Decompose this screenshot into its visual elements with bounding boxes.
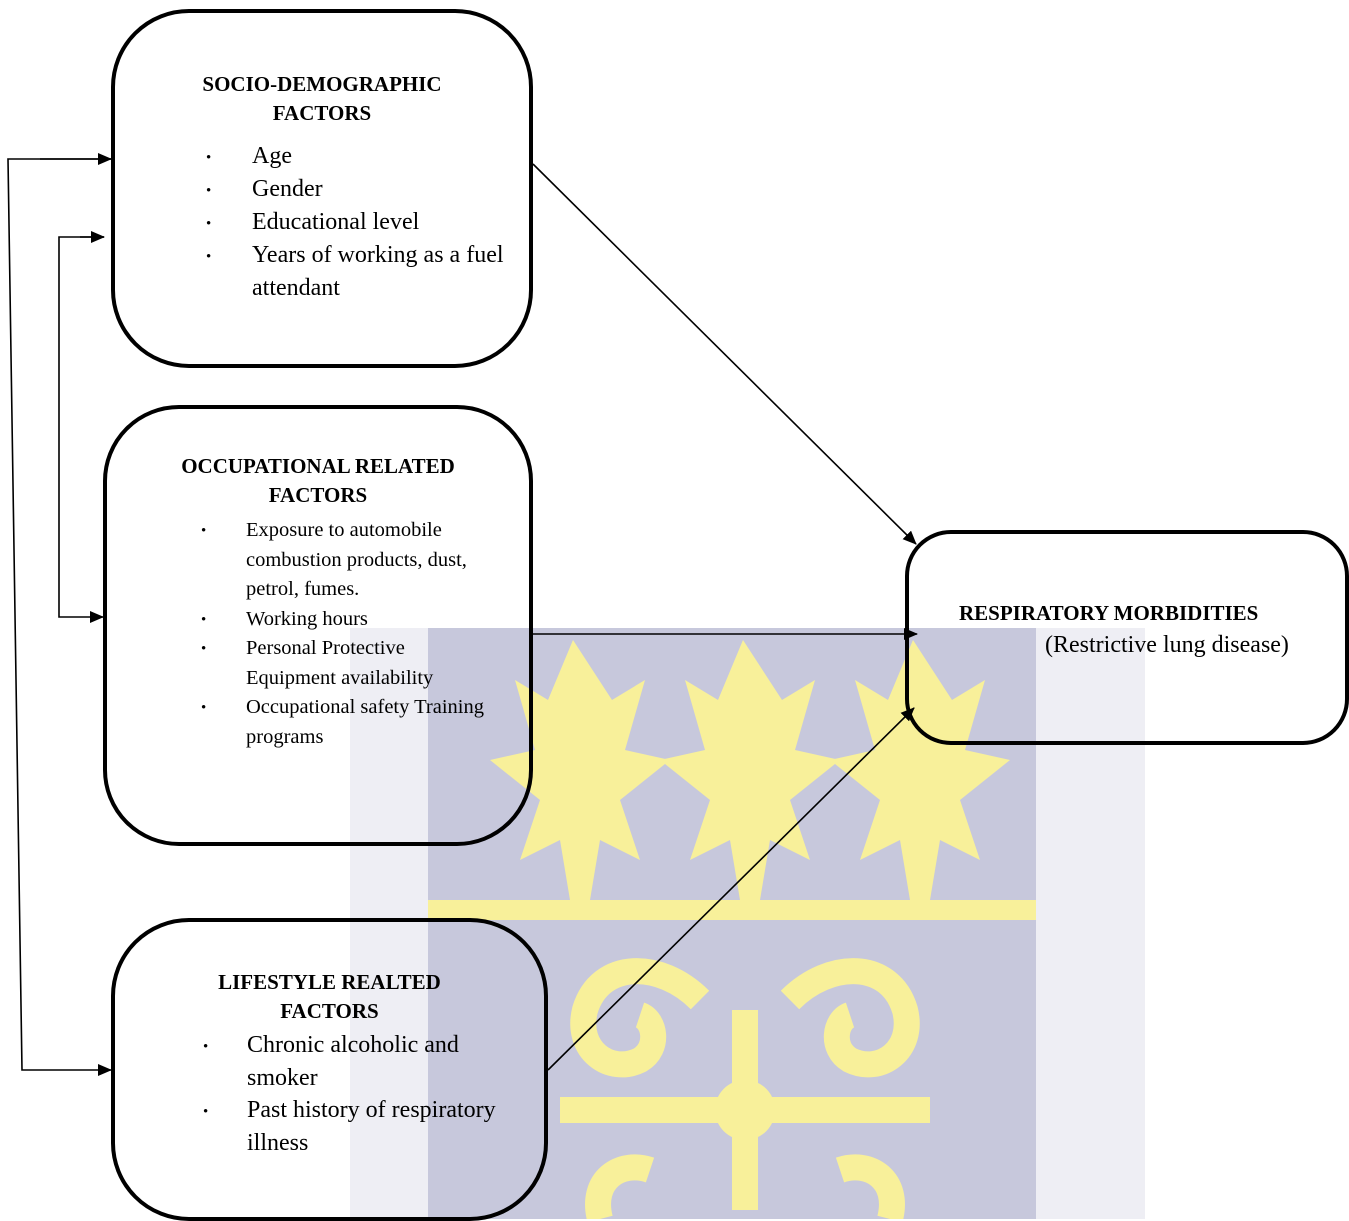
list-item: Chronic alcoholic and smoker: [203, 1029, 507, 1094]
socio-demographic-list: Age Gender Educational level Years of wo…: [206, 140, 512, 305]
respiratory-morbidities-title: RESPIRATORY MORBIDITIES: [959, 601, 1259, 625]
socio-demographic-title: SOCIO-DEMOGRAPHIC FACTORS: [115, 70, 529, 128]
occupational-list: Exposure to automobile combustion produc…: [201, 516, 496, 752]
list-item: Gender: [206, 173, 512, 208]
list-item: Past history of respiratory illness: [203, 1094, 507, 1159]
occupational-title-line1: OCCUPATIONAL RELATED: [181, 454, 455, 478]
list-item: Occupational safety Training programs: [201, 693, 496, 752]
lifestyle-title: LIFESTYLE REALTED FACTORS: [115, 968, 544, 1026]
occupational-title-line2: FACTORS: [268, 483, 368, 507]
occupational-related-factors-box: OCCUPATIONAL RELATED FACTORS Exposure to…: [103, 405, 533, 846]
lifestyle-related-factors-box: LIFESTYLE REALTED FACTORS Chronic alcoho…: [111, 918, 548, 1221]
occupational-title: OCCUPATIONAL RELATED FACTORS: [107, 452, 529, 510]
list-item: Years of working as a fuel attendant: [206, 239, 512, 305]
lifestyle-title-line1: LIFESTYLE REALTED: [218, 970, 441, 994]
respiratory-morbidities-box: RESPIRATORY MORBIDITIES (Restrictive lun…: [905, 530, 1349, 745]
list-item: Personal Protective Equipment availabili…: [201, 634, 496, 693]
list-item: Age: [206, 140, 512, 175]
list-item: Exposure to automobile combustion produc…: [201, 516, 496, 605]
lifestyle-list: Chronic alcoholic and smoker Past histor…: [203, 1029, 507, 1159]
socio-demographic-factors-box: SOCIO-DEMOGRAPHIC FACTORS Age Gender Edu…: [111, 9, 533, 368]
lifestyle-title-line2: FACTORS: [280, 999, 379, 1023]
socio-title-line2: FACTORS: [272, 101, 372, 125]
watermark-band: [428, 900, 1036, 920]
socio-title-line1: SOCIO-DEMOGRAPHIC: [202, 72, 442, 96]
respiratory-morbidities-subtitle: (Restrictive lung disease): [1045, 632, 1289, 658]
list-item: Educational level: [206, 206, 512, 241]
list-item: Working hours: [201, 605, 496, 634]
